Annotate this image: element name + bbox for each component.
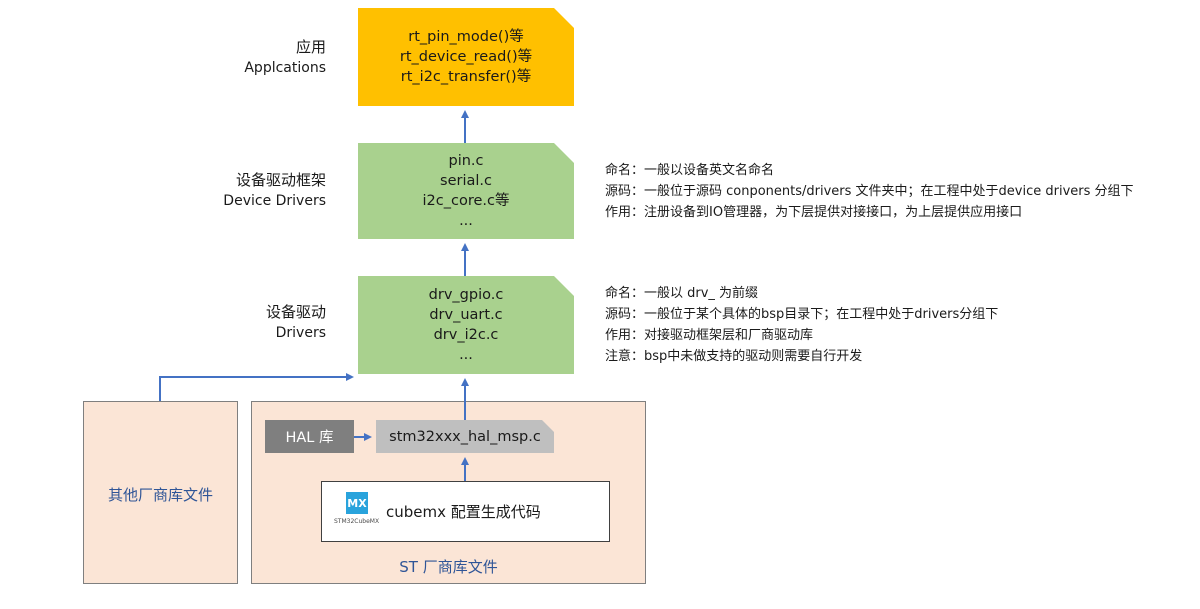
device-drivers-item: serial.c [440,173,492,189]
note-line: 作用：对接驱动框架层和厂商驱动库 [605,328,814,343]
drivers-item: drv_uart.c [429,307,503,323]
note-line: 源码：一般位于源码 conponents/drivers 文件夹中；在工程中处于… [605,184,1134,199]
note-line: 命名：一般以设备英文名命名 [605,163,775,178]
cubemx-logo-icon: MX [346,492,368,514]
device-drivers-title-zh: 设备驱动框架 [235,171,326,189]
device-drivers-item: pin.c [448,153,484,169]
hal-msp-label: stm32xxx_hal_msp.c [389,428,541,445]
other-vendor-label: 其他厂商库文件 [107,486,213,504]
note-line: 注意：bsp中未做支持的驱动则需要自行开发 [605,349,863,364]
other-vendor-panel: 其他厂商库文件 [83,401,238,584]
applications-title: 应用 Applcations [200,37,326,79]
device-drivers-title: 设备驱动框架 Device Drivers [180,170,326,212]
drivers-notes: 命名：一般以 drv_ 为前缀 源码：一般位于某个具体的bsp目录下；在工程中处… [605,283,998,367]
device-drivers-box: pin.c serial.c i2c_core.c等 ... [358,143,574,239]
hal-library-label: HAL 库 [285,430,334,446]
note-line: 命名：一般以 drv_ 为前缀 [605,286,759,301]
device-drivers-item: i2c_core.c等 [422,193,510,209]
drivers-title: 设备驱动 Drivers [200,302,326,344]
cubemx-box: MX STM32CubeMX cubemx 配置生成代码 [321,481,610,542]
drivers-item: drv_i2c.c [433,327,499,343]
note-line: 源码：一般位于某个具体的bsp目录下；在工程中处于drivers分组下 [605,307,999,322]
drivers-item: drv_gpio.c [428,287,504,303]
drivers-title-en: Drivers [275,325,326,341]
hal-library-box: HAL 库 [265,420,354,453]
cubemx-logo-caption: STM32CubeMX [334,518,380,525]
device-drivers-notes: 命名：一般以设备英文名命名 源码：一般位于源码 conponents/drive… [605,160,1134,223]
arrow-other-vendor-to-drivers [159,373,354,401]
drivers-item: ... [459,347,473,363]
applications-title-zh: 应用 [295,38,326,56]
device-drivers-title-en: Device Drivers [223,193,326,209]
applications-item: rt_pin_mode()等 [408,29,524,45]
applications-box: rt_pin_mode()等 rt_device_read()等 rt_i2c_… [358,8,574,106]
note-line: 作用：注册设备到IO管理器，为下层提供对接接口，为上层提供应用接口 [605,205,1023,220]
applications-item: rt_i2c_transfer()等 [400,69,532,85]
drivers-box: drv_gpio.c drv_uart.c drv_i2c.c ... [358,276,574,374]
applications-item: rt_device_read()等 [399,49,533,65]
device-drivers-item: ... [459,213,473,229]
st-vendor-label: ST 厂商库文件 [399,558,498,576]
hal-msp-box: stm32xxx_hal_msp.c [376,420,554,453]
cubemx-label: cubemx 配置生成代码 [386,503,541,521]
drivers-title-zh: 设备驱动 [265,303,326,321]
applications-title-en: Applcations [244,60,326,76]
